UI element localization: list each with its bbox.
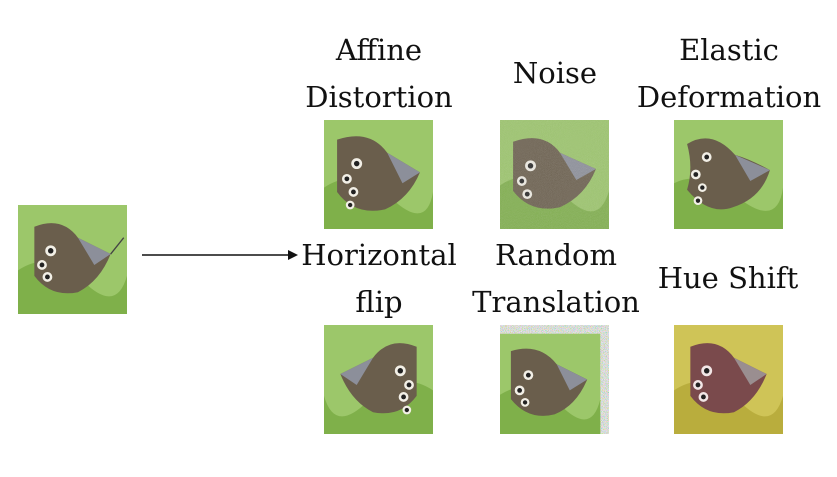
thumb-horizontal-flip <box>324 325 433 434</box>
butterfly-image <box>324 325 433 434</box>
butterfly-image <box>500 325 609 434</box>
source-image <box>18 205 127 314</box>
label-horizontal-flip: Horizontal flip <box>301 238 457 319</box>
butterfly-image <box>324 120 433 229</box>
thumb-elastic-deformation <box>674 120 783 229</box>
thumb-random-translation <box>500 325 609 434</box>
butterfly-image <box>18 205 127 314</box>
thumb-hue-shift <box>674 325 783 434</box>
thumb-noise <box>500 120 609 229</box>
label-noise: Noise <box>512 56 598 90</box>
butterfly-image <box>674 120 783 229</box>
label-affine-distortion: Affine Distortion <box>305 33 453 114</box>
label-random-translation: Random Translation <box>472 238 640 319</box>
thumb-affine-distortion <box>324 120 433 229</box>
label-hue-shift: Hue Shift <box>657 261 799 295</box>
butterfly-image <box>500 120 609 229</box>
butterfly-image <box>674 325 783 434</box>
label-elastic-deformation: Elastic Deformation <box>636 33 822 114</box>
transform-arrow <box>142 250 298 260</box>
